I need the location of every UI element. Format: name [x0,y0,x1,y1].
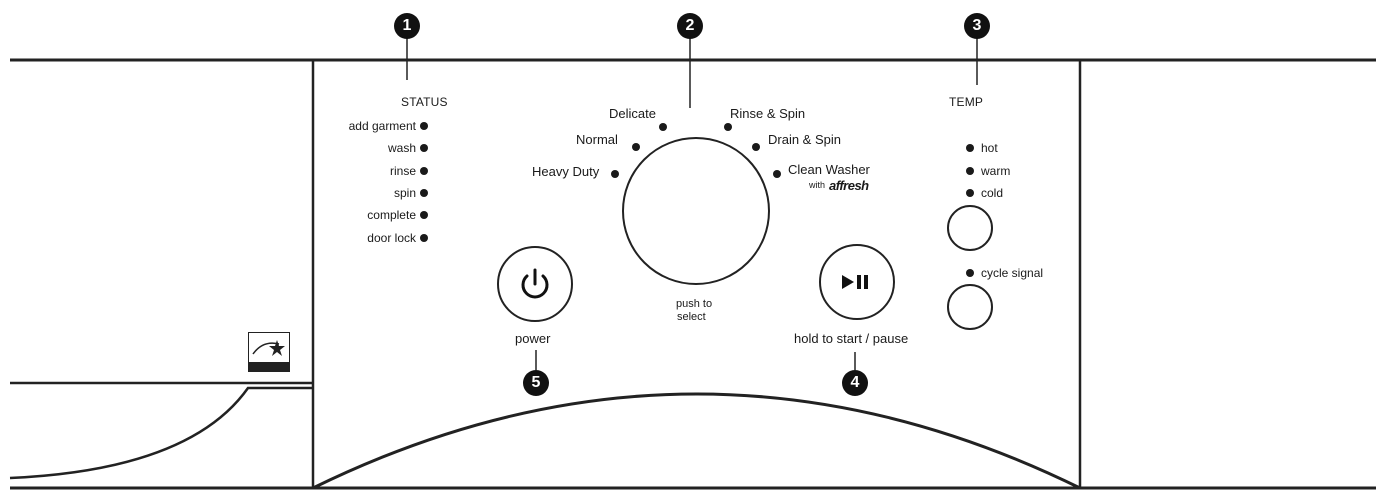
callout-2: 2 [677,13,703,39]
status-wash-indicator [420,144,428,152]
affresh-logo: affresh [829,178,869,193]
temp-heading: TEMP [949,95,984,109]
dispenser-curve [9,386,313,480]
status-door-lock-label: door lock [367,231,416,245]
temp-warm-label: warm [981,164,1011,178]
cycle-drain-spin-label: Drain & Spin [768,132,841,147]
play-pause-icon [841,274,868,289]
status-add-garment-label: add garment [348,119,416,133]
cycle-signal-label: cycle signal [981,266,1044,280]
cycle-normal-indicator [632,143,640,151]
status-heading: STATUS [401,95,448,109]
start-pause-button[interactable] [819,244,895,320]
temp-hot-indicator [966,144,974,152]
temp-cold-indicator [966,189,974,197]
cycle-normal-label: Normal [576,132,618,147]
cycle-selector-knob[interactable] [622,137,770,285]
cycle-rinse-spin-indicator [724,123,732,131]
cycle-heavy-duty-indicator [611,170,619,178]
temp-hot-label: hot [981,141,998,155]
energy-star-logo [248,332,290,372]
power-button[interactable] [497,246,573,322]
status-spin-label: spin [393,186,416,200]
knob-caption-line2: select [677,311,706,323]
status-complete-label: complete [367,208,416,222]
energy-star-caption [249,362,289,371]
callout-5: 5 [523,370,549,396]
cycle-drain-spin-indicator [752,143,760,151]
clean-washer-with-text: with [809,180,826,190]
status-add-garment-indicator [420,122,428,130]
temp-cold-label: cold [981,186,1004,200]
cycle-clean-washer-label: Clean Washer [788,162,870,177]
cycle-rinse-spin-label: Rinse & Spin [730,106,806,121]
knob-caption-line1: push to [676,298,713,310]
cycle-clean-washer-indicator [773,170,781,178]
status-door-lock-indicator [420,234,428,242]
start-pause-label: hold to start / pause [794,331,909,346]
status-complete-indicator [420,211,428,219]
callout-3: 3 [964,13,990,39]
temp-button[interactable] [947,205,993,251]
callout-1: 1 [394,13,420,39]
temp-warm-indicator [966,167,974,175]
status-spin-indicator [420,189,428,197]
cycle-heavy-duty-label: Heavy Duty [532,164,600,179]
callout-4: 4 [842,370,868,396]
cycle-delicate-label: Delicate [609,106,656,121]
cycle-signal-indicator [966,269,974,277]
energy-star-icon [252,340,285,356]
status-rinse-label: rinse [389,164,416,178]
cycle-delicate-indicator [659,123,667,131]
cycle-signal-button[interactable] [947,284,993,330]
power-icon [521,268,548,298]
door-curve [312,392,1081,490]
power-label: power [515,331,551,346]
status-wash-label: wash [387,141,416,155]
status-rinse-indicator [420,167,428,175]
